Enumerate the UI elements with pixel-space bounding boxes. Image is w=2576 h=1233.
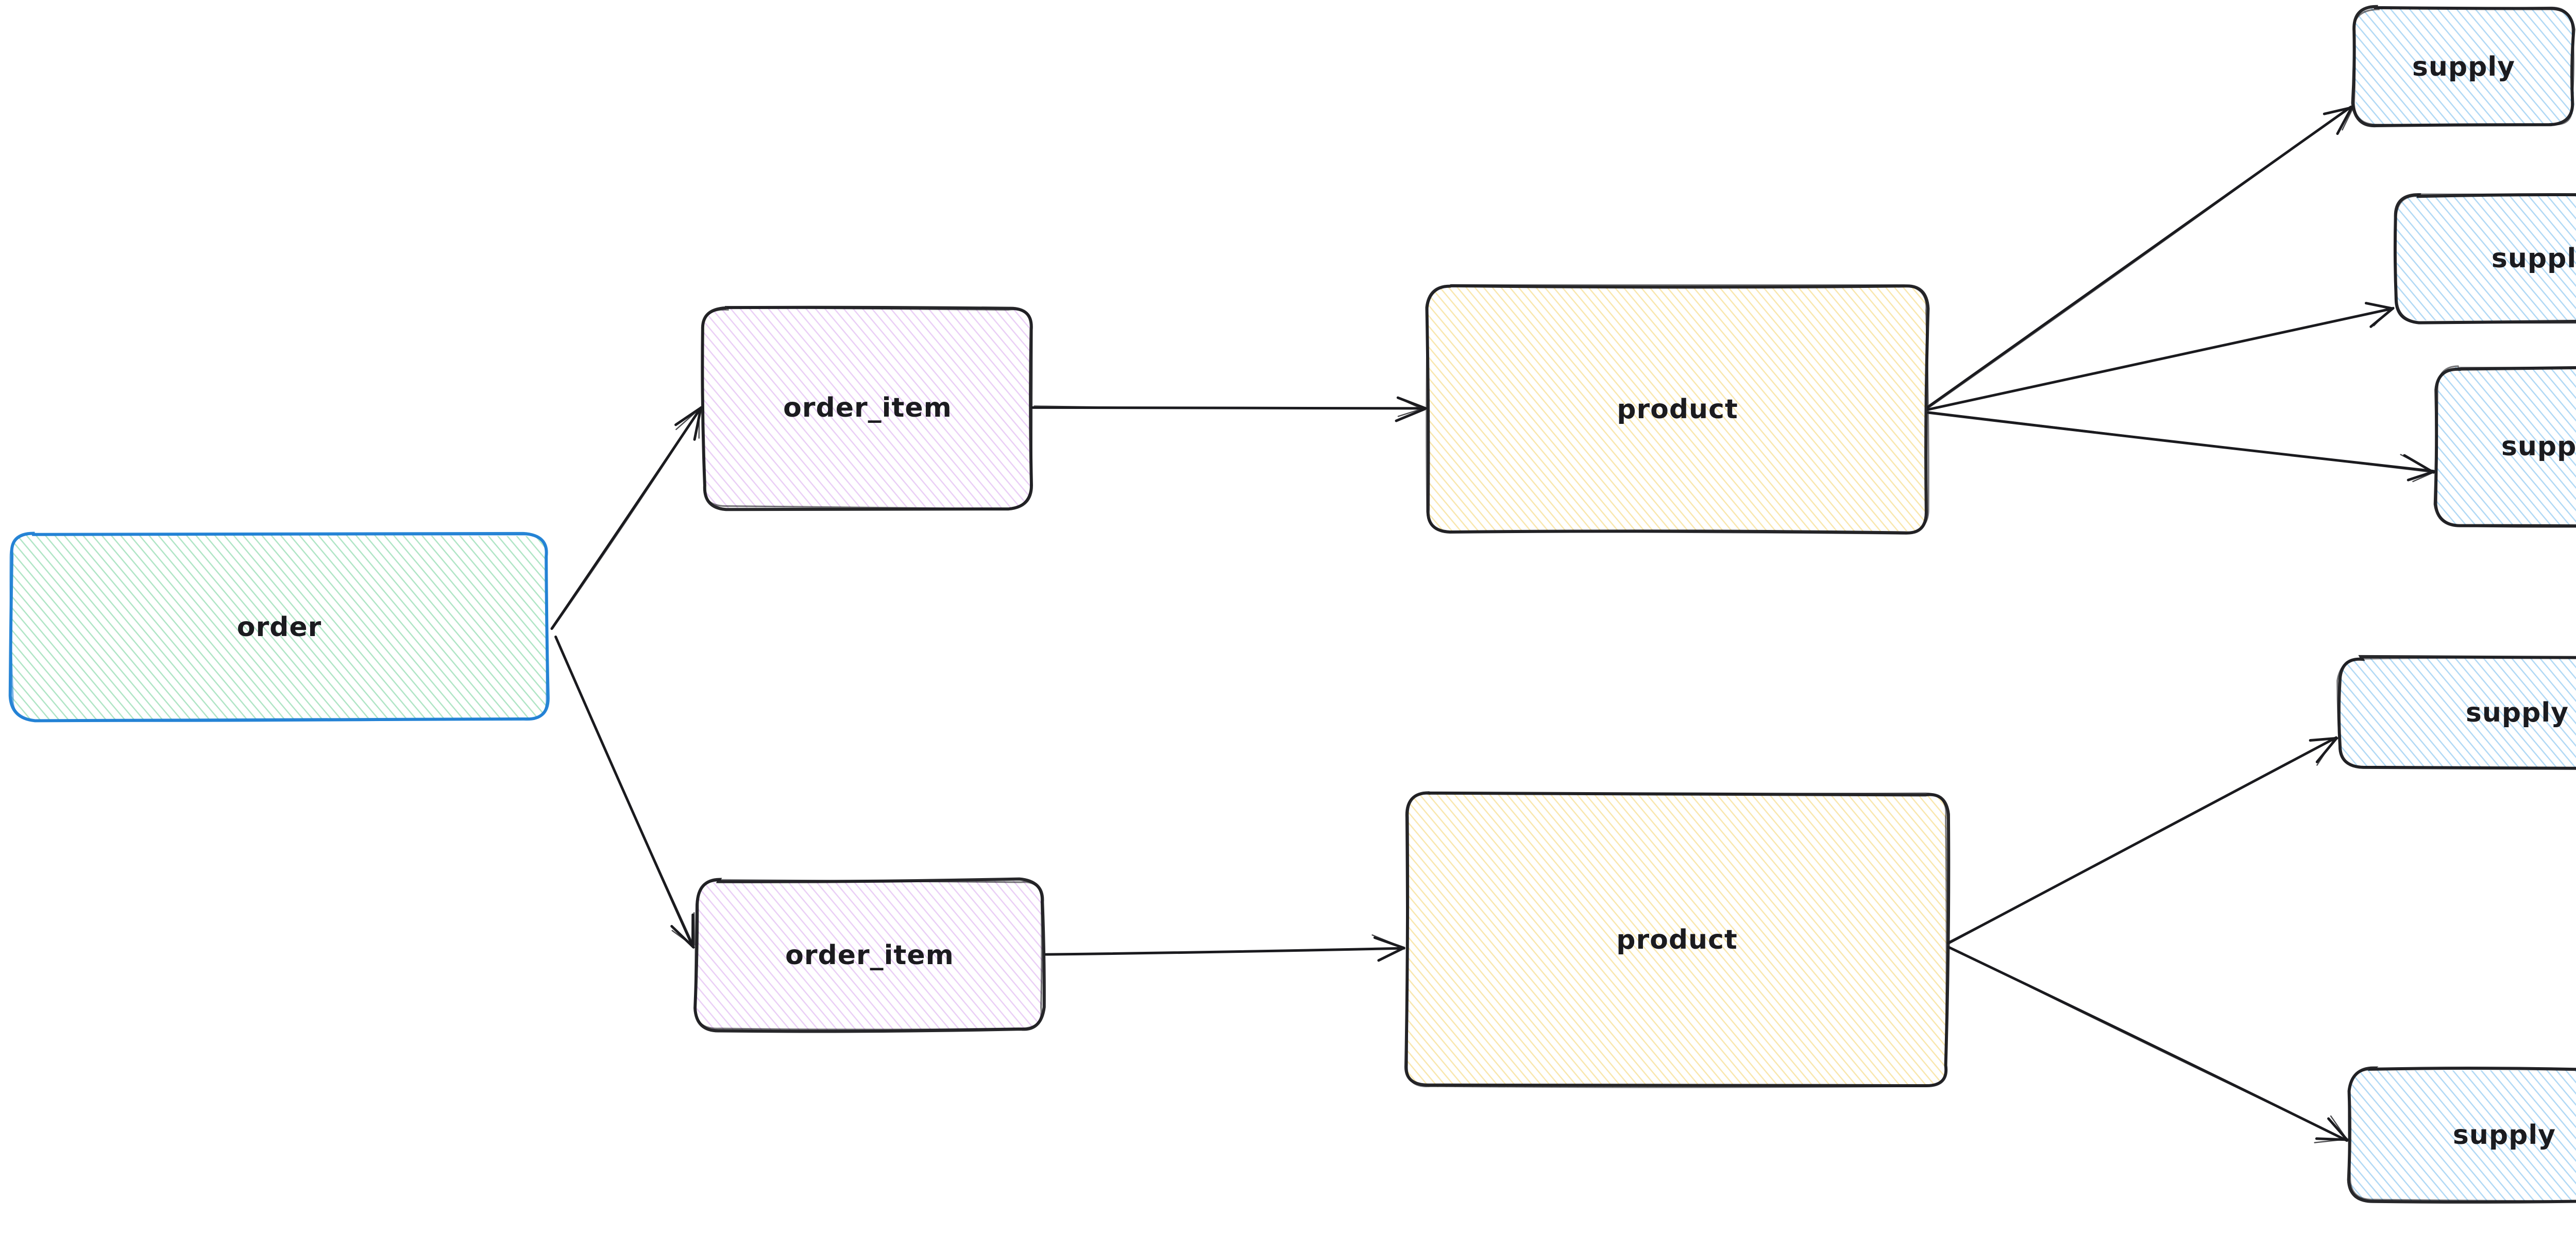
edge-order-to-order_item_1[interactable]	[550, 406, 703, 630]
node-hit-supply_3[interactable]	[2437, 368, 2576, 525]
node-hit-product_2[interactable]	[1406, 793, 1947, 1087]
edge-line	[552, 407, 702, 629]
edge-product_1-to-supply_2[interactable]	[1925, 302, 2395, 412]
edge-arrowhead	[1380, 947, 1405, 960]
node-supply_1[interactable]	[2351, 5, 2575, 127]
edge-arrowhead	[2327, 1117, 2348, 1141]
edge-arrowhead	[2313, 737, 2337, 742]
edge-arrowhead	[1395, 407, 1427, 422]
node-hatch-fill	[11, 533, 548, 722]
node-hit-supply_4[interactable]	[2339, 658, 2576, 767]
edge-product_1-to-supply_3[interactable]	[1927, 411, 2436, 483]
node-outline	[9, 533, 548, 722]
node-outline	[2336, 656, 2576, 769]
node-supply_2[interactable]	[2393, 193, 2576, 324]
edge-layer	[550, 105, 2436, 1143]
node-outline	[2348, 1067, 2576, 1202]
node-hit-supply_2[interactable]	[2396, 196, 2576, 321]
node-layer	[8, 5, 2576, 1204]
node-hit-order_item_2[interactable]	[697, 881, 1043, 1030]
edge-line	[1044, 947, 1404, 955]
node-hit-supply_1[interactable]	[2354, 8, 2573, 126]
edge-arrowhead	[2314, 1138, 2349, 1143]
node-hit-order[interactable]	[11, 535, 547, 720]
node-hatch-fill	[703, 307, 1032, 508]
node-outline	[2347, 1066, 2576, 1204]
node-hit-supply_5[interactable]	[2350, 1069, 2576, 1201]
edge-arrowhead	[2400, 454, 2434, 472]
node-product_2[interactable]	[1404, 791, 1951, 1088]
node-hatch-fill	[1406, 793, 1949, 1088]
node-hatch-fill	[2349, 1069, 2576, 1202]
edge-arrowhead	[2412, 471, 2435, 483]
node-order_item_2[interactable]	[693, 877, 1046, 1033]
node-outline	[1405, 792, 1947, 1088]
edge-line	[1927, 411, 2434, 473]
edge-arrowhead	[698, 407, 700, 439]
node-supply_3[interactable]	[2433, 365, 2576, 528]
edge-arrowhead	[2316, 737, 2336, 766]
node-outline	[2352, 6, 2574, 126]
node-supply_4[interactable]	[2336, 655, 2576, 770]
node-outline	[1426, 284, 1929, 535]
edge-arrowhead	[2369, 302, 2393, 311]
node-hatch-fill	[2354, 7, 2574, 126]
edge-product_2-to-supply_4[interactable]	[1947, 736, 2338, 945]
edge-product_2-to-supply_5[interactable]	[1947, 946, 2349, 1143]
edge-arrowhead	[2342, 108, 2353, 131]
edge-arrowhead	[2406, 470, 2436, 482]
edge-order_item_1-to-product_1[interactable]	[1031, 396, 1427, 422]
edge-line	[1927, 308, 2394, 410]
node-supply_5[interactable]	[2347, 1066, 2576, 1204]
edge-arrowhead	[2330, 1115, 2348, 1140]
edge-line	[550, 407, 702, 630]
edge-arrowhead	[2327, 106, 2352, 115]
edge-arrowhead	[2336, 105, 2353, 135]
edge-arrowhead	[671, 930, 693, 946]
node-hatch-fill	[2436, 366, 2576, 525]
edge-line	[554, 636, 695, 947]
edge-arrowhead	[2373, 307, 2393, 327]
edge-order-to-order_item_2[interactable]	[554, 635, 696, 949]
edge-line	[1947, 946, 2348, 1141]
node-hit-order_item_1[interactable]	[704, 308, 1031, 508]
node-hit-product_1[interactable]	[1428, 286, 1927, 533]
node-outline	[2435, 365, 2576, 528]
node-order[interactable]	[8, 532, 550, 723]
edge-product_1-to-supply_1[interactable]	[1926, 105, 2353, 409]
node-product_1[interactable]	[1425, 284, 1930, 535]
edge-arrowhead	[1371, 934, 1405, 949]
node-outline	[702, 306, 1033, 510]
edge-line	[1033, 405, 1426, 409]
edge-arrowhead	[693, 406, 703, 441]
edge-line	[1947, 737, 2336, 943]
node-outline	[694, 879, 1043, 1031]
node-hatch-fill	[696, 880, 1043, 1032]
edge-arrowhead	[1401, 399, 1425, 410]
node-hatch-fill	[2396, 195, 2576, 322]
edge-arrowhead	[675, 406, 702, 431]
node-hatch-fill	[2337, 657, 2576, 768]
edge-arrowhead	[1397, 407, 1426, 417]
node-order_item_1[interactable]	[701, 305, 1033, 511]
node-hatch-fill	[1427, 285, 1928, 532]
edge-line	[1928, 106, 2352, 409]
node-outline	[1425, 284, 1930, 535]
edge-order_item_2-to-product_2[interactable]	[1044, 934, 1405, 962]
node-outline	[2394, 193, 2576, 324]
